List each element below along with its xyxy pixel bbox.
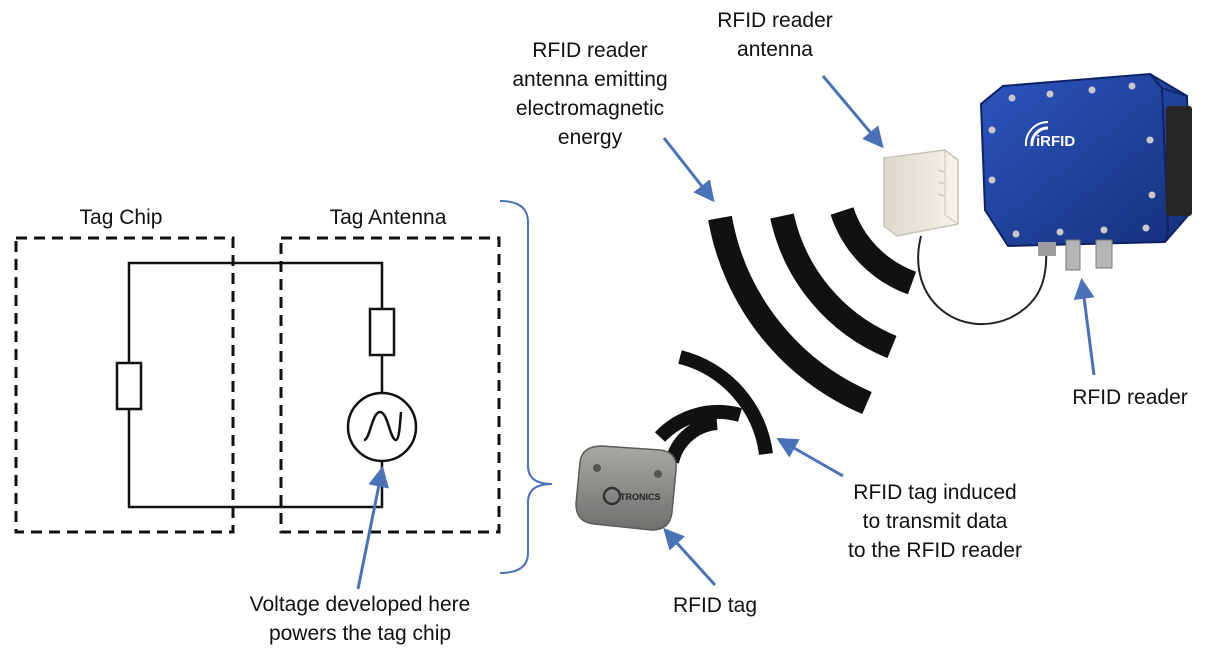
rfid-tag-arrow: [663, 527, 717, 587]
emitting-arrow: [662, 137, 715, 203]
antenna-cable: [917, 235, 1048, 325]
tag-chip-label: Tag Chip: [79, 206, 163, 229]
reader-antenna-device: [883, 149, 959, 237]
voltage-arrow: [356, 465, 389, 590]
bracket: [499, 200, 553, 574]
rfid-reader-label: RFID reader: [1072, 386, 1188, 409]
ac-source-sine: [363, 410, 403, 442]
induced-arrow: [776, 437, 844, 478]
antenna-resistor: [368, 307, 396, 357]
rfid-tag-device: TRONICS: [575, 445, 677, 531]
reader-emission-waves: [708, 206, 917, 415]
ac-source: [346, 391, 418, 463]
tag-antenna-box: [279, 236, 501, 534]
chip-resistor: [115, 361, 143, 411]
tag-chip-box: [14, 236, 235, 534]
rfid-reader-arrow: [1073, 277, 1096, 376]
reader-brand: iRFID: [1036, 133, 1075, 150]
tag-antenna-label: Tag Antenna: [329, 206, 447, 229]
tag-brand: TRONICS: [620, 492, 661, 502]
tag-circuit: [127, 261, 384, 509]
rfid-reader-device: iRFID: [979, 72, 1193, 271]
tag-response-waves: [654, 350, 773, 464]
reader-antenna-arrow: [821, 75, 884, 149]
rfid-tag-label: RFID tag: [672, 594, 758, 617]
